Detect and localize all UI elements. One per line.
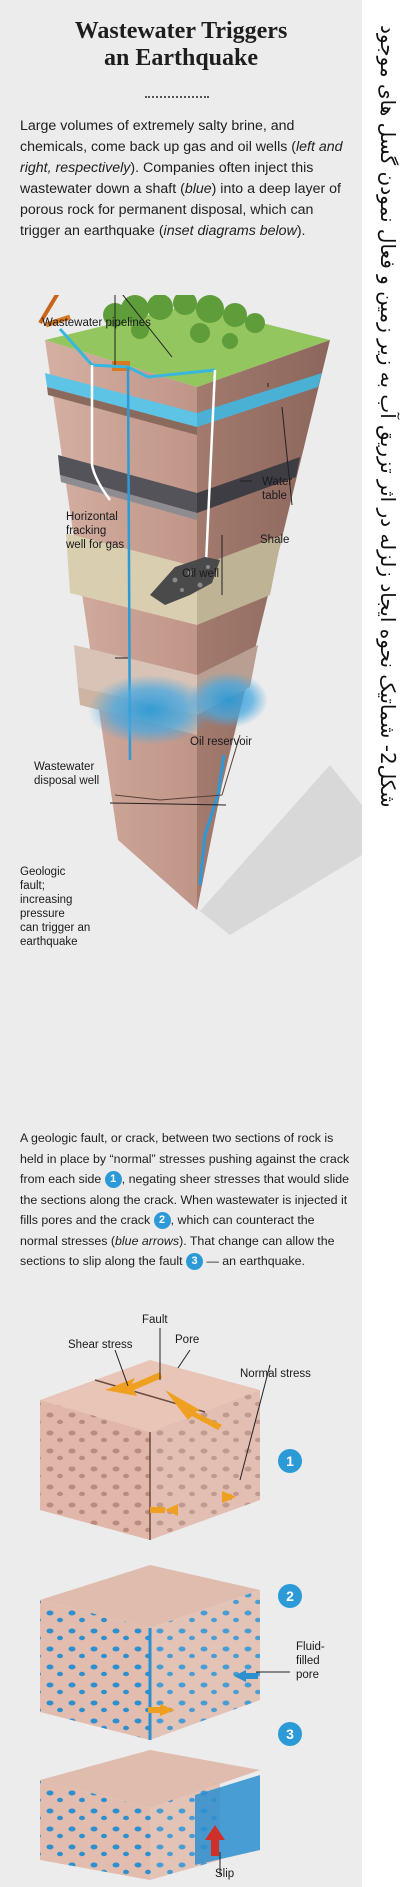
label-oil-reservoir: Oil reservoir (190, 736, 252, 748)
explain-text-1: A geologic fault, or crack, between two … (20, 1131, 350, 1186)
step-badge-1: 1 (104, 1171, 122, 1189)
inset-block-3 (40, 1750, 260, 1880)
fault-crack (114, 734, 241, 801)
label-fracking-line-1: Horizontal (66, 511, 118, 523)
label-fluid-filled-pore: Fluid- filled pore (296, 1640, 325, 1682)
label-water-table-line-1: Water (262, 476, 293, 488)
intro-italic-2: blue (184, 181, 212, 197)
column-shadow (200, 765, 362, 935)
explain-text-5: — an earthquake. (203, 1254, 305, 1268)
label-fault: Fault (142, 1314, 168, 1326)
injection-zone-side (188, 672, 268, 728)
step-badge-2: 2 (153, 1212, 171, 1230)
intro-text-1: Large volumes of extremely salty brine, … (20, 118, 296, 155)
inset-step-badge-1: 1 (278, 1449, 302, 1473)
title-line-1: Wastewater Triggers (74, 18, 288, 44)
explain-italic: blue arrows (115, 1233, 180, 1248)
label-fracking-well: Horizontal fracking well for gas (66, 510, 124, 552)
fracking-well (90, 365, 112, 501)
intro-italic-1: left and right, respectively (20, 139, 343, 176)
inset-leader-lines (114, 1328, 290, 1875)
inset-step-badge-3: 3 (278, 1722, 302, 1746)
label-fault-line-4: pressure (20, 908, 65, 920)
label-normal-stress: Normal stress (240, 1368, 311, 1380)
label-water-table-line-2: table (262, 490, 287, 502)
geologic-column-illustration (38, 295, 362, 935)
oil-reservoir (150, 557, 220, 605)
label-leader-lines (109, 295, 293, 806)
label-fault-line-6: earthquake (20, 936, 78, 948)
label-fluid-line-3: pore (296, 1669, 320, 1681)
label-disposal-line-1: Wastewater (34, 761, 95, 773)
injection-zone-front (88, 675, 212, 745)
label-fault-line-5: can trigger an (20, 922, 91, 934)
persian-side-caption: شکل2- شماتیک نحوه ایجاد زلزله در اثر تزر… (376, 25, 400, 808)
explanation-paragraph: A geologic fault, or crack, between two … (20, 1128, 350, 1272)
intro-paragraph: Large volumes of extremely salty brine, … (20, 116, 350, 242)
explain-text-4: ). That change can allow the sections to… (20, 1233, 335, 1269)
fault-stress-inset-diagrams (40, 1328, 290, 1880)
title-divider (145, 96, 209, 98)
intro-text-2: ). Companies often inject this wastewate… (20, 160, 314, 197)
label-fault-line-3: increasing (20, 894, 73, 906)
oil-well-shaft (203, 369, 217, 586)
title-line-2: an Earthquake (103, 45, 259, 71)
intro-italic-3: inset diagrams below (163, 223, 297, 239)
label-fracking-line-3: well for gas (66, 539, 125, 551)
label-fluid-line-1: Fluid- (296, 1641, 325, 1653)
label-fault-line-1: Geologic (20, 866, 66, 878)
label-fracking-line-2: fracking (66, 525, 107, 537)
label-oil-well: Oil well (182, 568, 220, 580)
label-fault-line-2: fault; (20, 880, 45, 892)
page-title: Wastewater Triggers an Earthquake (0, 18, 362, 72)
label-water-table: Water table (262, 475, 292, 503)
inset-block-2 (40, 1565, 260, 1740)
label-shale: Shale (260, 534, 290, 546)
label-geologic-fault: Geologic fault; increasing pressure can … (20, 865, 90, 949)
inset-block-1 (40, 1360, 260, 1540)
label-fluid-line-2: filled (296, 1655, 320, 1667)
label-pore: Pore (175, 1334, 200, 1346)
label-disposal-well: Wastewater disposal well (34, 760, 99, 788)
label-disposal-line-2: disposal well (34, 775, 100, 787)
intro-text-3: ) into a deep layer of porous rock for p… (20, 181, 341, 239)
oil-reservoir-pebbles (172, 565, 210, 592)
label-slip: Slip (215, 1868, 235, 1880)
step-badge-3: 3 (186, 1253, 203, 1271)
label-wastewater-pipelines: Wastewater pipelines (42, 317, 151, 329)
label-shear-stress: Shear stress (68, 1339, 133, 1351)
intro-text-4: ). (296, 223, 306, 239)
explain-text-3: , which can counteract the normal stress… (20, 1213, 315, 1248)
geologic-fault (198, 754, 226, 886)
inset-step-badge-2: 2 (278, 1584, 302, 1608)
explain-text-2: , negating sheer stresses that would sli… (20, 1172, 350, 1227)
